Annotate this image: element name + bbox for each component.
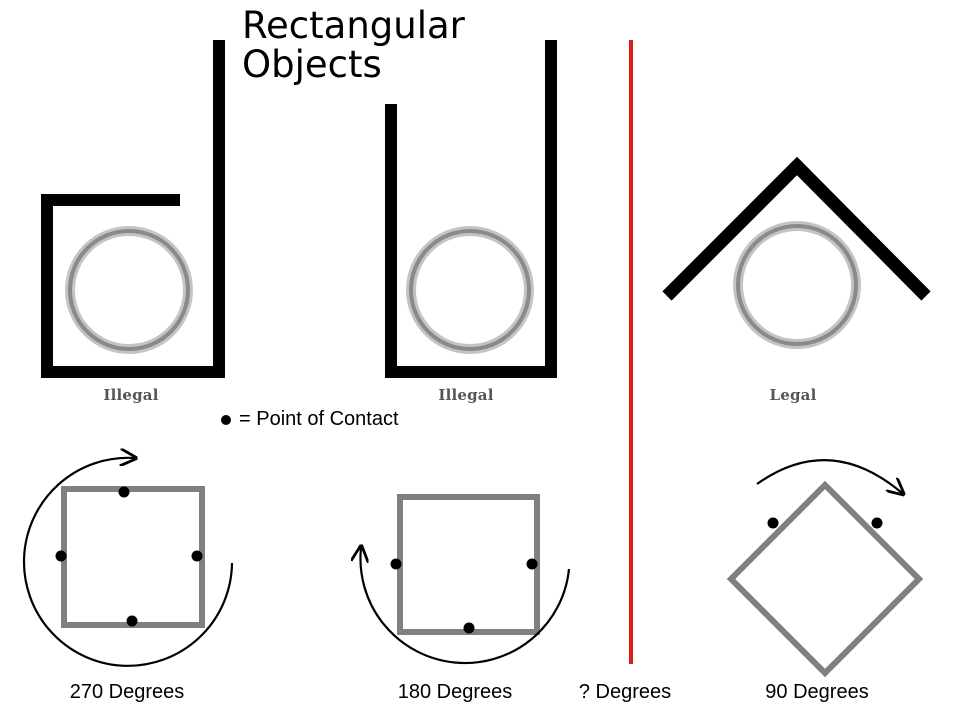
rotation-arrow bbox=[756, 459, 902, 493]
example-1-status-label: Illegal bbox=[103, 386, 159, 404]
rotated-square bbox=[397, 494, 540, 635]
roof-wall bbox=[662, 156, 931, 301]
contact-point bbox=[871, 517, 883, 529]
example-2-status-label: Illegal bbox=[438, 386, 494, 404]
rotation-270-figure bbox=[22, 458, 234, 667]
ball-in-u bbox=[406, 226, 534, 354]
contact-point bbox=[390, 558, 402, 570]
illegal-u-container bbox=[385, 40, 557, 378]
ball-in-hook bbox=[65, 226, 193, 354]
contact-point bbox=[463, 622, 475, 634]
u-wall bbox=[385, 40, 557, 378]
contact-point bbox=[55, 550, 67, 562]
rotation-arrow bbox=[360, 548, 571, 665]
rotated-diamond bbox=[726, 480, 924, 678]
rotation-label-180: 180 Degrees bbox=[397, 681, 513, 703]
ball-under-roof bbox=[733, 221, 861, 349]
contact-point bbox=[118, 486, 130, 498]
example-3-status-label: Legal bbox=[769, 386, 817, 404]
rotation-180-figure bbox=[360, 494, 571, 665]
title-line-1: Rectangular bbox=[242, 4, 465, 47]
contact-dot-icon bbox=[221, 414, 231, 425]
contact-point bbox=[126, 615, 138, 627]
rotation-90-figure bbox=[726, 459, 924, 678]
contact-point bbox=[191, 550, 203, 562]
rotation-label-unknown: ? Degrees bbox=[578, 681, 672, 703]
rotated-square bbox=[61, 486, 205, 628]
page-title: Rectangular Objects bbox=[242, 6, 465, 84]
contact-point bbox=[767, 517, 779, 529]
rotation-label-270: 270 Degrees bbox=[69, 681, 185, 703]
rotation-label-90: 90 Degrees bbox=[765, 681, 869, 703]
legal-roof-container bbox=[662, 156, 931, 349]
hook-wall bbox=[41, 40, 225, 378]
point-of-contact-legend: = Point of Contact bbox=[221, 408, 399, 431]
legend-text: = Point of Contact bbox=[239, 408, 399, 430]
illegal-hook-container bbox=[41, 40, 225, 378]
title-line-2: Objects bbox=[242, 43, 382, 86]
rotation-arrow bbox=[22, 458, 234, 667]
contact-point bbox=[526, 558, 538, 570]
